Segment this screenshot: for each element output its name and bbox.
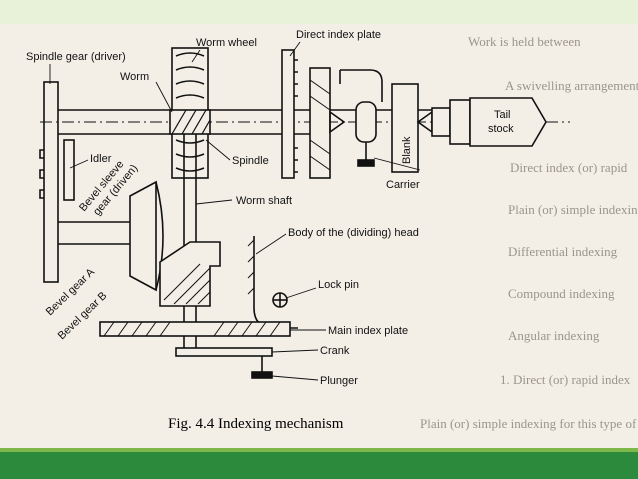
figure-caption: Fig. 4.4 Indexing mechanism: [168, 416, 344, 432]
label-spindle-gear: Spindle gear (driver): [26, 51, 126, 63]
carrier-screw-head: [357, 159, 375, 167]
tail-stock-barrel: [449, 99, 471, 145]
crank: [175, 347, 273, 357]
bottom-band: [0, 452, 638, 479]
dividing-head-body: [253, 236, 298, 329]
label-body: Body of the (dividing) head: [288, 227, 419, 239]
label-carrier: Carrier: [386, 179, 420, 191]
idler: [63, 139, 75, 201]
spindle-gear-teeth: [39, 149, 44, 199]
live-centre: [329, 110, 346, 134]
direct-index-plate: [281, 49, 295, 179]
label-plunger: Plunger: [320, 375, 358, 387]
label-tail: Tail: [494, 109, 511, 121]
index-plate-hatch: [103, 321, 281, 337]
nose-hatch: [309, 79, 331, 171]
label-idler: Idler: [90, 153, 112, 165]
tail-stock-quill: [431, 107, 451, 137]
tail-stock-body: [469, 97, 547, 147]
top-band: [0, 0, 638, 24]
label-crank: Crank: [320, 345, 350, 357]
mechanism-drawing: [39, 47, 570, 379]
worm-wheel-teeth: [175, 52, 205, 172]
leader-lines: [49, 41, 421, 381]
body-hatch: [247, 239, 255, 295]
label-blank: Blank: [401, 136, 413, 164]
label-lock-pin: Lock pin: [318, 279, 359, 291]
bottom-accent-line: [0, 448, 638, 452]
label-worm: Worm: [120, 71, 149, 83]
label-spindle: Spindle: [232, 155, 269, 167]
bg-text-7: Angular indexing: [508, 328, 600, 343]
label-stock: stock: [488, 123, 514, 135]
main-index-plate: [99, 321, 291, 337]
blank-workpiece: [391, 83, 419, 173]
label-direct-index-plate: Direct index plate: [296, 29, 381, 41]
bg-text-6: Compound indexing: [508, 286, 615, 301]
bg-text-1: Work is held between: [468, 34, 581, 49]
bevel-gear-a-face: [155, 181, 164, 291]
spindle-gear-disc: [43, 81, 59, 283]
spindle-nose: [309, 67, 331, 179]
bg-text-8: 1. Direct (or) rapid index: [500, 372, 631, 387]
background-text: Work is held between A swivelling arrang…: [420, 34, 638, 431]
label-main-index-plate: Main index plate: [328, 325, 408, 337]
bg-text-9: Plain (or) simple indexing for this type…: [420, 416, 637, 431]
bg-text-5: Differential indexing: [508, 244, 618, 259]
index-plate-teeth: [294, 59, 298, 173]
bevel-gear-b-hatch: [163, 263, 211, 305]
bg-text-4: Plain (or) simple indexing: [508, 202, 638, 217]
label-worm-shaft: Worm shaft: [236, 195, 292, 207]
bg-text-2: A swivelling arrangement: [505, 78, 638, 93]
label-worm-wheel: Worm wheel: [196, 37, 257, 49]
carrier-arm: [339, 69, 383, 102]
worm-hatch: [171, 109, 211, 135]
bg-text-3: Direct index (or) rapid: [510, 160, 628, 175]
carrier-clamp: [355, 101, 377, 143]
bevel-gear-a: [129, 180, 157, 292]
plunger-knob: [251, 371, 273, 379]
